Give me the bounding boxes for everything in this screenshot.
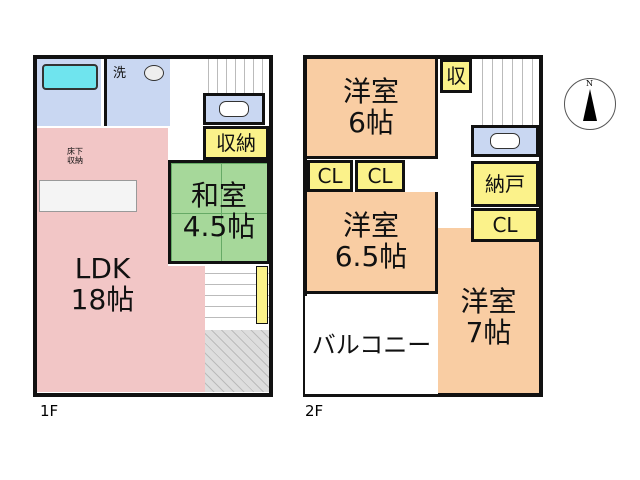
room-western-7: 洋室 7帖	[438, 242, 539, 393]
room7-name: 洋室	[460, 284, 517, 318]
floor2-outline	[303, 55, 543, 397]
room-washitsu: 和室 4.5帖	[168, 160, 270, 264]
bathtub	[42, 64, 98, 90]
room-ldk: 床下 収納 LDK 18帖	[37, 128, 168, 392]
closet-2: CL	[355, 160, 405, 192]
storage-2f: 収	[440, 59, 472, 93]
storage-1f: 収納	[203, 126, 269, 160]
bathroom	[37, 59, 101, 126]
entrance[interactable]	[205, 330, 269, 392]
ldk-extension	[160, 266, 205, 392]
washitsu-name: 和室	[190, 179, 247, 213]
room7-size: 7帖	[465, 315, 512, 349]
north-arrow-icon	[583, 89, 597, 121]
floor2-label: 2F	[305, 402, 324, 420]
room-western-7-entry	[438, 228, 471, 242]
toilet-icon	[144, 65, 164, 81]
compass: N	[564, 78, 616, 130]
compass-north-label: N	[586, 79, 593, 88]
stairs-2f[interactable]	[473, 59, 539, 125]
wash-label: 洗	[113, 66, 127, 81]
ldk-size: 18帖	[70, 283, 135, 316]
washitsu-size: 4.5帖	[182, 210, 256, 243]
toilet-2f	[471, 125, 539, 157]
floor1-outline	[33, 55, 273, 397]
toilet-icon	[490, 133, 520, 149]
room-western-6: 洋室 6帖	[307, 59, 438, 159]
nando: 納戸	[471, 161, 539, 207]
washroom: 洗	[104, 59, 170, 126]
room6-size: 6帖	[348, 105, 394, 139]
floor1-label: 1F	[40, 402, 59, 420]
closet-3: CL	[471, 208, 539, 242]
room65-size: 6.5帖	[334, 239, 408, 273]
room-western-6-5: 洋室 6.5帖	[307, 192, 438, 294]
ldk-name: LDK	[74, 252, 131, 286]
closet-1: CL	[307, 160, 353, 192]
balcony: バルコニー	[305, 296, 438, 394]
underfloor-storage-label: 床下 収納	[67, 147, 83, 165]
stairs-1f[interactable]	[200, 59, 268, 95]
shoe-storage	[256, 266, 268, 324]
toilet-icon	[219, 101, 249, 117]
toilet-1f	[203, 93, 265, 125]
kitchen-counter	[39, 180, 137, 212]
room65-name: 洋室	[342, 208, 399, 242]
room6-name: 洋室	[342, 74, 399, 108]
